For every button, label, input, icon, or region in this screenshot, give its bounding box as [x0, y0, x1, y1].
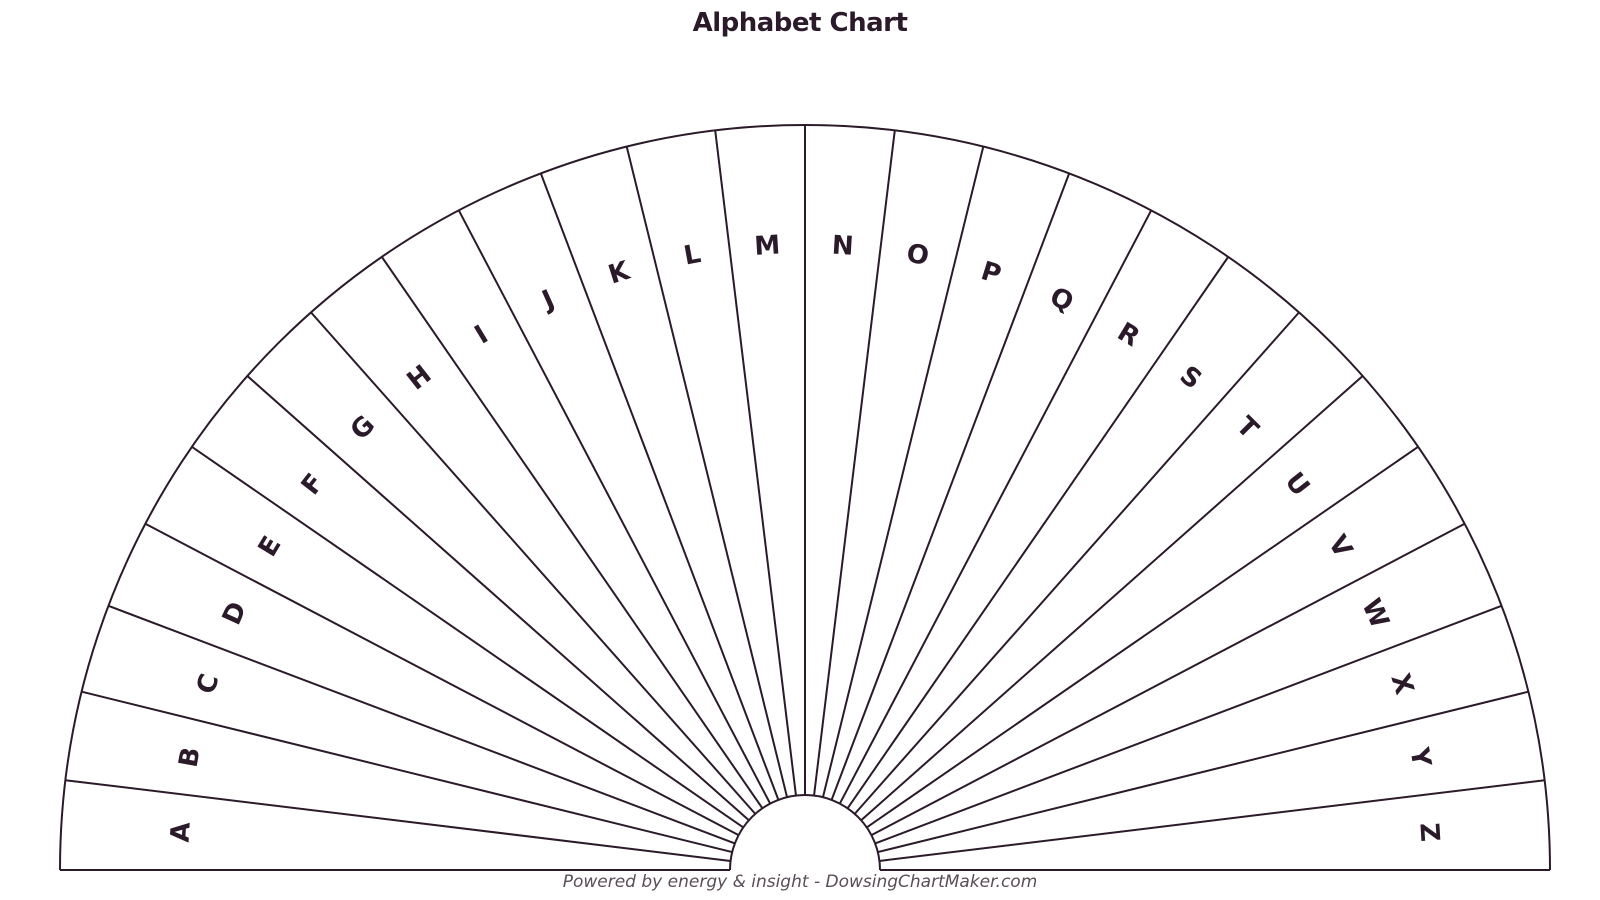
segment-letter-e: E — [253, 531, 288, 562]
segment-letter-c: C — [191, 670, 225, 697]
segment-divider — [457, 209, 772, 805]
segment-letter-b: B — [174, 745, 207, 770]
segment-divider — [246, 375, 750, 822]
segment-letter-u: U — [1279, 467, 1316, 502]
segment-divider — [830, 173, 1071, 801]
segment-dividers — [59, 124, 1551, 871]
segment-divider — [866, 445, 1419, 829]
segment-divider — [838, 209, 1153, 805]
segment-letter-k: K — [605, 256, 634, 291]
segment-divider — [879, 779, 1545, 862]
segment-divider — [144, 522, 740, 837]
segment-letter-w: W — [1355, 594, 1394, 632]
segment-letter-h: H — [402, 359, 438, 396]
segment-letter-s: S — [1174, 360, 1207, 395]
segment-letter-m: M — [753, 230, 781, 262]
segment-letter-v: V — [1322, 530, 1358, 563]
segment-divider — [813, 130, 896, 796]
segment-letter-j: J — [536, 284, 559, 316]
segment-letter-i: I — [470, 320, 494, 351]
segment-divider — [870, 522, 1466, 837]
segment-letter-o: O — [904, 238, 931, 271]
segment-letter-y: Y — [1403, 744, 1436, 770]
segment-divider — [81, 690, 733, 854]
segment-divider — [310, 311, 757, 815]
segment-divider — [539, 173, 780, 801]
segment-divider — [380, 256, 764, 809]
segment-divider — [714, 130, 797, 796]
segment-divider — [860, 375, 1364, 822]
segment-letter-r: R — [1112, 317, 1145, 353]
segment-letter-l: L — [681, 239, 703, 271]
segment-letter-n: N — [831, 231, 855, 262]
segment-divider — [874, 604, 1502, 845]
segment-divider — [853, 311, 1300, 815]
segment-letter-d: D — [217, 597, 253, 629]
segment-divider — [191, 445, 744, 829]
segment-divider — [821, 146, 985, 798]
segment-letter-t: T — [1230, 411, 1264, 445]
segment-divider — [846, 256, 1230, 809]
segment-letter-z: Z — [1413, 822, 1444, 843]
chart-title: Alphabet Chart — [692, 8, 908, 38]
segment-divider — [108, 604, 736, 845]
segment-letter-p: P — [977, 256, 1004, 290]
segment-letter-x: X — [1384, 670, 1419, 698]
segment-letter-a: A — [166, 821, 197, 843]
segment-letter-g: G — [345, 410, 381, 446]
segment-divider — [625, 146, 789, 798]
segment-letter-q: Q — [1045, 282, 1077, 318]
footer-credit: Powered by energy & insight - DowsingCha… — [562, 872, 1038, 892]
inner-arc — [729, 794, 881, 871]
segment-divider — [65, 779, 731, 862]
segment-letter-f: F — [296, 468, 331, 500]
segment-divider — [877, 690, 1529, 854]
